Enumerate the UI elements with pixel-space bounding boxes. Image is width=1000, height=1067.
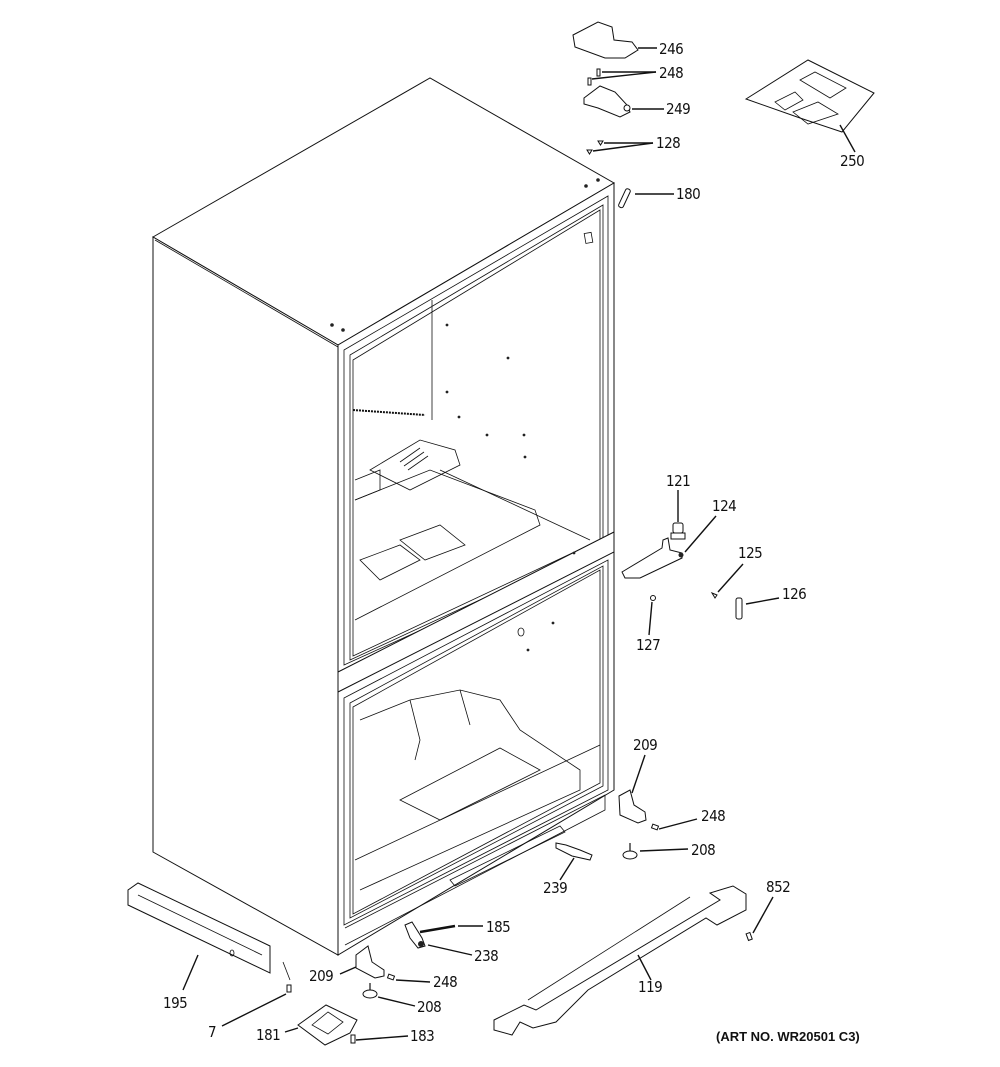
cabinet-side <box>152 236 339 956</box>
part-180-hinge-pin: 180 <box>618 185 701 209</box>
callout-125: 125 <box>738 544 762 562</box>
callout-121: 121 <box>666 472 690 490</box>
callout-209-right: 209 <box>633 736 657 754</box>
mullion <box>337 531 615 693</box>
callout-248-right: 248 <box>701 807 725 825</box>
part-238-cam: 238 <box>404 921 499 965</box>
part-183-screw: 183 <box>350 1027 435 1045</box>
part-128-screws: 128 <box>586 134 681 155</box>
callout-180: 180 <box>676 185 700 203</box>
callout-126: 126 <box>782 585 806 603</box>
callout-246: 246 <box>659 40 683 58</box>
part-248-screw-left: 248 <box>386 973 458 991</box>
part-181-roller: 181 <box>256 1004 358 1046</box>
part-248-screw-right: 248 <box>650 807 726 831</box>
part-209-bracket-left: 209 <box>309 945 385 985</box>
part-121-hinge-pin: 121 <box>666 472 691 540</box>
part-7-screw: 7 <box>208 961 292 1041</box>
part-208-leveling-leg-left: 208 <box>362 983 442 1016</box>
part-248-screws-top: 248 <box>587 64 684 86</box>
part-208-leveling-leg-right: 208 <box>622 841 716 860</box>
part-119-toe-grille: 119 <box>493 885 747 1036</box>
art-number: (ART NO. WR20501 C3) <box>716 1029 860 1044</box>
callout-238: 238 <box>474 947 498 965</box>
callout-127: 127 <box>636 636 660 654</box>
part-249-top-hinge: 249 <box>583 85 691 118</box>
callout-250: 250 <box>840 152 864 170</box>
part-127-plug: 127 <box>636 595 661 654</box>
part-125-screw: 125 <box>710 544 763 599</box>
callout-185: 185 <box>486 918 510 936</box>
part-239-clip: 239 <box>543 842 593 897</box>
callout-249: 249 <box>666 100 690 118</box>
callout-852: 852 <box>766 878 790 896</box>
part-185-spring: 185 <box>419 918 511 936</box>
part-250-hinge-kit: 250 <box>744 59 875 170</box>
callout-124: 124 <box>712 497 736 515</box>
part-124-center-hinge: 124 <box>621 497 737 579</box>
callout-208-left: 208 <box>417 998 441 1016</box>
refrigerator-cabinet <box>152 77 615 956</box>
callout-248-left: 248 <box>433 973 457 991</box>
callout-128: 128 <box>656 134 680 152</box>
part-209-bracket-right: 209 <box>618 736 658 824</box>
callout-183: 183 <box>410 1027 434 1045</box>
cabinet-front-frame <box>337 182 615 956</box>
callout-209-left: 209 <box>309 967 333 985</box>
part-246-hinge-cover: 246 <box>572 21 684 59</box>
callout-119: 119 <box>638 978 662 996</box>
callout-7: 7 <box>208 1023 216 1041</box>
part-126-stop: 126 <box>735 585 807 620</box>
part-852-screw: 852 <box>745 878 791 942</box>
callout-239: 239 <box>543 879 567 897</box>
callout-248-top: 248 <box>659 64 683 82</box>
callout-181: 181 <box>256 1026 280 1044</box>
callout-195: 195 <box>163 994 187 1012</box>
callout-208-right: 208 <box>691 841 715 859</box>
part-195-trim: 195 <box>127 882 271 1012</box>
